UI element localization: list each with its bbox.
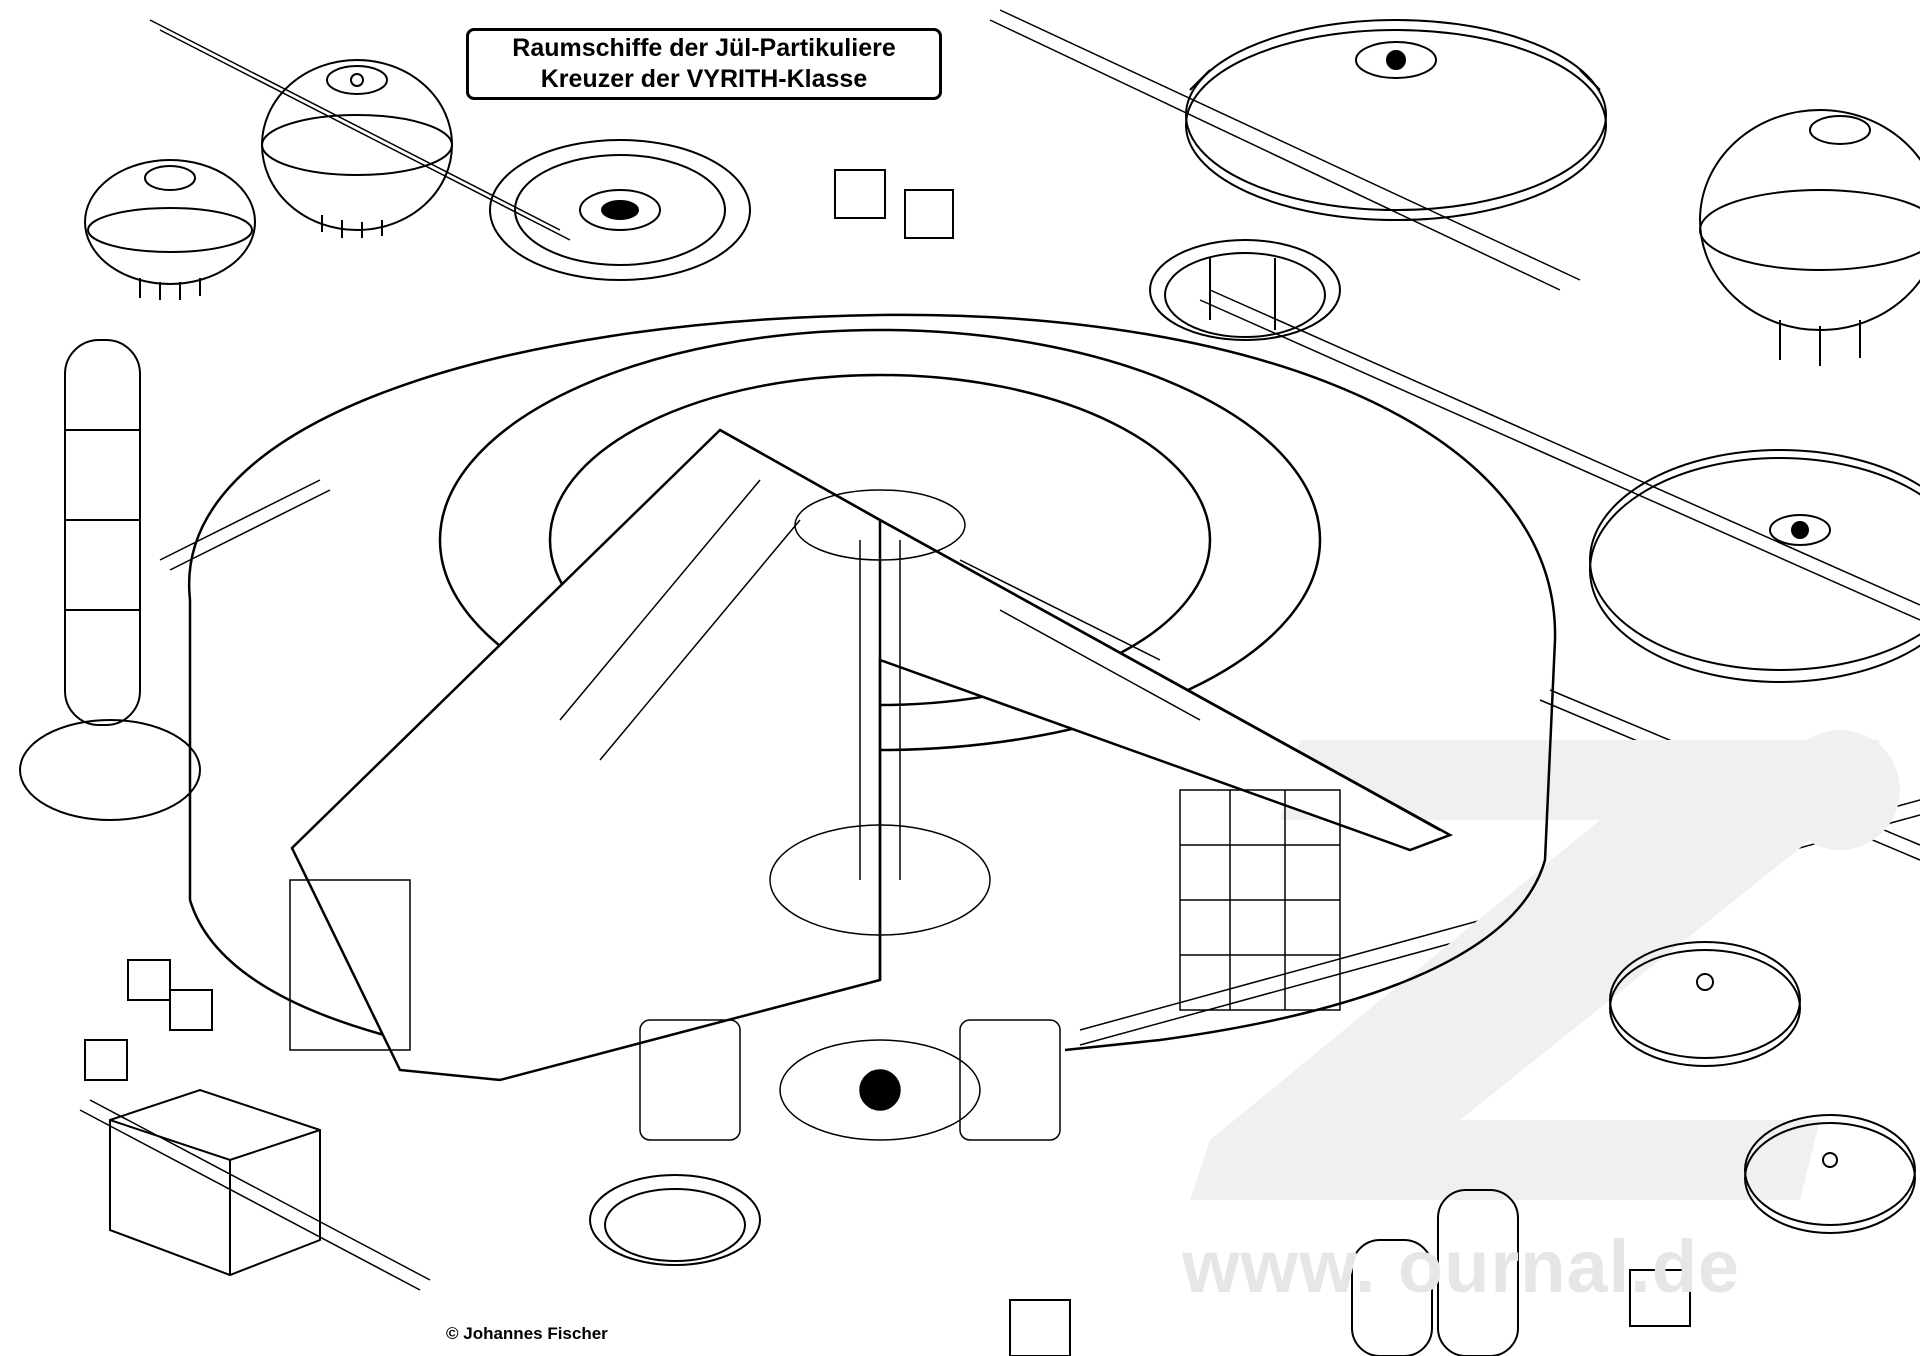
tower-module <box>19 339 201 821</box>
cargo-crate <box>834 169 886 219</box>
cargo-crate <box>169 989 213 1031</box>
cruiser-hull <box>187 313 1557 1082</box>
watermark-text: www. ournal.de <box>1182 1225 1741 1308</box>
copyright-credit: © Johannes Fischer <box>446 1324 608 1343</box>
floor-hatch <box>489 139 751 281</box>
canister-module <box>1351 1189 1519 1356</box>
saucer-ship <box>1609 941 1801 1067</box>
title-line-2: Kreuzer der VYRITH-Klasse <box>540 65 868 93</box>
title-box: Raumschiffe der Jül-Partikuliere Kreuzer… <box>466 28 942 100</box>
pod-ship <box>261 59 453 238</box>
cargo-crate <box>84 1039 128 1081</box>
saucer-ship <box>1744 1114 1916 1234</box>
watermark-logo-dot <box>1780 730 1900 850</box>
cargo-crate <box>904 189 954 239</box>
watermark-logo <box>1190 740 1880 1200</box>
cargo-crate <box>1009 1299 1071 1356</box>
cargo-crate <box>127 959 171 1001</box>
internal-machinery <box>289 479 1341 1141</box>
floor-well <box>1149 239 1341 341</box>
cargo-crate <box>1629 1269 1691 1327</box>
saucer-ship <box>1185 19 1607 221</box>
sphere-ship <box>1699 109 1920 366</box>
cargo-crate <box>109 1088 321 1277</box>
pod-ship <box>84 159 256 300</box>
saucer-ship <box>1589 449 1920 683</box>
floor-well <box>589 1174 761 1266</box>
title-line-1: Raumschiffe der Jül-Partikuliere <box>512 34 896 62</box>
